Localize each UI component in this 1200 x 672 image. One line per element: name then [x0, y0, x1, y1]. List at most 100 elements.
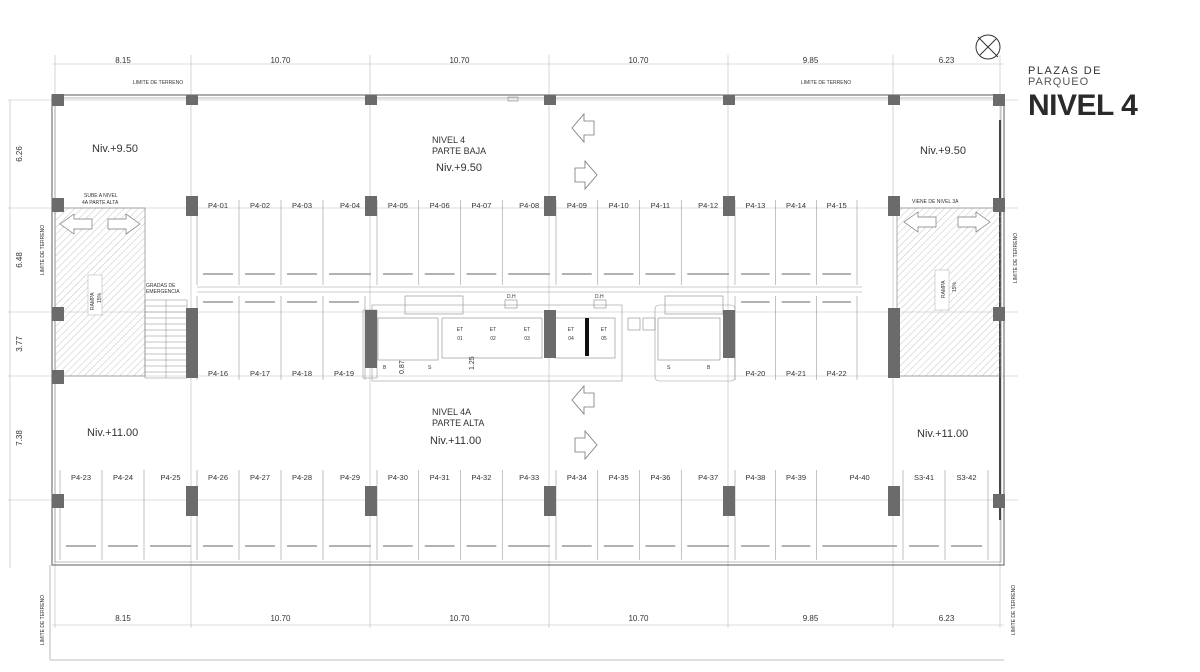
ramp-down-note: VIENE DE NIVEL 3A: [912, 199, 959, 205]
column-16: [365, 310, 377, 368]
parking-row3-14: P4-37: [698, 473, 718, 482]
parking-row1-1: P4-02: [250, 201, 270, 210]
dim-top-2: 10.70: [449, 56, 470, 65]
parking-stalls: [59, 200, 989, 560]
level-labels: Niv.+9.50 Niv.+9.50 Niv.+9.50 Niv.+11.00…: [87, 135, 968, 447]
column-3: [544, 95, 556, 105]
core-b-left: B: [383, 365, 387, 371]
elevator-et-0: ET: [457, 327, 463, 333]
parking-row2-right-1: P4-21: [786, 369, 806, 378]
boundary-label-left: LIMITE DE TERRENO: [40, 225, 46, 275]
parking-row1-11: P4-12: [698, 201, 718, 210]
parking-row3-0: P4-23: [71, 473, 91, 482]
parking-row3-4: P4-27: [250, 473, 270, 482]
parking-row2-left-1: P4-17: [250, 369, 270, 378]
ramp-left-pct: 15%: [97, 292, 103, 303]
ramp-left: [54, 207, 146, 377]
column-12: [888, 196, 900, 216]
parking-row3-16: P4-39: [786, 473, 806, 482]
column-24: [365, 486, 377, 516]
dim-bottom-1: 10.70: [270, 614, 291, 623]
column-21: [52, 370, 64, 384]
title-line-2: PARQUEO: [1028, 76, 1090, 88]
dh-left: D.H: [507, 294, 516, 300]
elevator-num-0: 01: [457, 336, 463, 342]
north-arrow-icon: [975, 34, 1001, 60]
ramp-right-pct: 15%: [952, 281, 958, 292]
level-nw: Niv.+9.50: [92, 143, 138, 155]
ramp-left-label: RAMPA: [90, 292, 96, 310]
column-23: [186, 486, 198, 516]
dim-top-3: 10.70: [628, 56, 649, 65]
zone-low-line2: PARTE BAJA: [432, 146, 486, 156]
column-14: [52, 307, 64, 321]
parking-row3-18: S3-41: [914, 473, 934, 482]
elevator-num-2: 03: [524, 336, 530, 342]
elevator-et-2: ET: [524, 327, 530, 333]
column-11: [723, 196, 735, 216]
parking-row3-3: P4-26: [208, 473, 228, 482]
core-s-right: S: [667, 365, 671, 371]
flow-arrows: [571, 112, 598, 461]
grid-lines: [8, 55, 1018, 628]
column-17: [544, 310, 556, 358]
column-2: [365, 95, 377, 105]
boundary-label-bottom-right: LIMITE DE TERRENO: [1011, 585, 1017, 635]
parking-row1-9: P4-10: [609, 201, 629, 210]
parking-row1-3: P4-04: [340, 201, 360, 210]
dim-125: 1.25: [469, 356, 476, 370]
parking-row1-6: P4-07: [471, 201, 491, 210]
elevator-num-3: 04: [568, 336, 574, 342]
dim-top-5: 6.23: [939, 56, 955, 65]
parking-row3-1: P4-24: [113, 473, 133, 482]
plan-notes: SUBE A NIVEL 4A PARTE ALTA VIENE DE NIVE…: [82, 193, 959, 374]
core-b-right: B: [707, 365, 711, 371]
title-level: NIVEL 4: [1028, 89, 1138, 122]
core-wall: [585, 318, 589, 356]
parking-row3-17: P4-40: [850, 473, 870, 482]
level-se: Niv.+11.00: [917, 428, 968, 440]
parking-row3-10: P4-33: [519, 473, 539, 482]
dim-side-3: 7.38: [15, 430, 24, 446]
dim-bottom-3: 10.70: [628, 614, 649, 623]
column-25: [544, 486, 556, 516]
level-center-high: Niv.+11.00: [430, 435, 481, 447]
parking-row1-4: P4-05: [388, 201, 408, 210]
parking-row1-5: P4-06: [430, 201, 450, 210]
dim-bottom-0: 8.15: [115, 614, 131, 623]
column-22: [52, 494, 64, 508]
zone-high-line1: NIVEL 4A: [432, 407, 471, 417]
level-center-low: Niv.+9.50: [436, 162, 482, 174]
parking-row1-7: P4-08: [519, 201, 539, 210]
dh-right: D.H: [595, 294, 604, 300]
parking-row3-7: P4-30: [388, 473, 408, 482]
parking-row3-13: P4-36: [650, 473, 670, 482]
parking-row3-11: P4-34: [567, 473, 587, 482]
column-5: [888, 95, 900, 105]
column-8: [186, 196, 198, 216]
emergency-stairs: [144, 299, 188, 379]
column-6: [993, 94, 1005, 106]
column-28: [993, 494, 1005, 508]
parking-row3-19: S3-42: [956, 473, 976, 482]
parking-row1-12: P4-13: [745, 201, 765, 210]
column-27: [888, 486, 900, 516]
parking-row3-15: P4-38: [745, 473, 765, 482]
boundary-label-right: LIMITE DE TERRENO: [1013, 233, 1019, 283]
column-7: [52, 198, 64, 212]
parking-row2-right-2: P4-22: [827, 369, 847, 378]
parking-row2-right-0: P4-20: [745, 369, 765, 378]
column-26: [723, 486, 735, 516]
parking-row3-12: P4-35: [609, 473, 629, 482]
dimension-labels: 8.158.1510.7010.7010.7010.7010.7010.709.…: [15, 56, 1019, 645]
stairs-note-1: GRADAS DE: [146, 283, 176, 289]
column-1: [186, 95, 198, 105]
dim-bottom-2: 10.70: [449, 614, 470, 623]
parking-row3-6: P4-29: [340, 473, 360, 482]
parking-row1-10: P4-11: [651, 201, 670, 210]
dim-top-4: 9.85: [803, 56, 819, 65]
column-18: [723, 310, 735, 358]
parking-row3-2: P4-25: [160, 473, 180, 482]
